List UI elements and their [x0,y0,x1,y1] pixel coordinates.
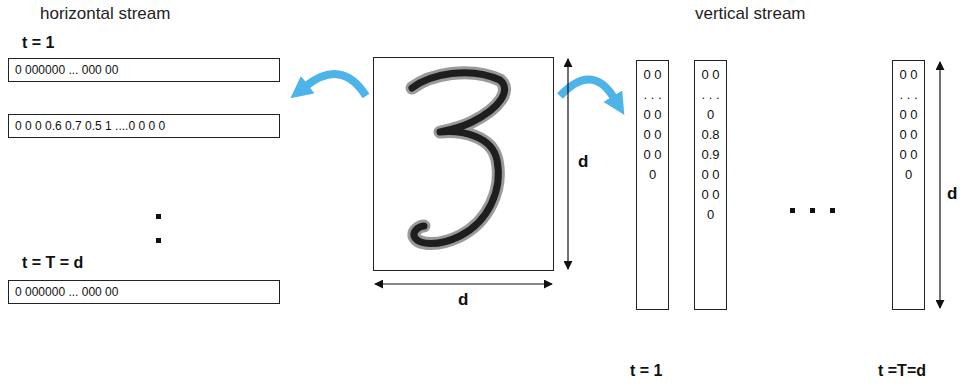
handwritten-digit [412,73,505,244]
stream-title: horizontal stream [40,4,170,24]
dimension-label: d [947,184,957,204]
time-label: t = T = d [22,254,83,272]
vector-values: 0 000000 ... 000 00 [15,63,273,77]
time-label: t =T=d [878,362,926,380]
stream-title: vertical stream [695,4,806,24]
ellipsis-dot [156,238,161,243]
image-frame [374,58,554,271]
dimension-label: d [458,290,468,310]
time-label: t = 1 [630,362,662,380]
vector-values: 0 0 . . . 0 0 0 0 0 0 0 [642,65,663,185]
row-vector-box: 0 000000 ... 000 00 [8,58,280,82]
column-vector-box: 0 0 . . . 0 0 0 0 0 0 0 [892,60,925,310]
vector-values: 0 0 0 0.6 0.7 0.5 1 ....0 0 0 0 [15,119,273,133]
vector-values: 0 0 . . . 0 0.8 0.9 0 0 0 0 0 [700,65,721,225]
dimension-arrow [567,59,568,269]
ellipsis-dot [810,208,815,213]
curved-arrow [306,74,366,96]
column-vector-box: 0 0 . . . 0 0.8 0.9 0 0 0 0 0 [694,60,727,310]
vector-values: 0 000000 ... 000 00 [15,285,273,299]
vector-values: 0 0 . . . 0 0 0 0 0 0 0 [898,65,919,185]
dimension-label: d [578,152,588,172]
row-vector-box: 0 0 0 0.6 0.7 0.5 1 ....0 0 0 0 [8,114,280,138]
row-vector-box: 0 000000 ... 000 00 [8,280,280,304]
ellipsis-dot [790,208,795,213]
dimension-arrow [375,283,552,284]
dimension-arrow [939,62,940,308]
time-label: t = 1 [22,34,54,52]
column-vector-box: 0 0 . . . 0 0 0 0 0 0 0 [636,60,669,310]
ellipsis-dot [830,208,835,213]
ellipsis-dot [156,214,161,219]
